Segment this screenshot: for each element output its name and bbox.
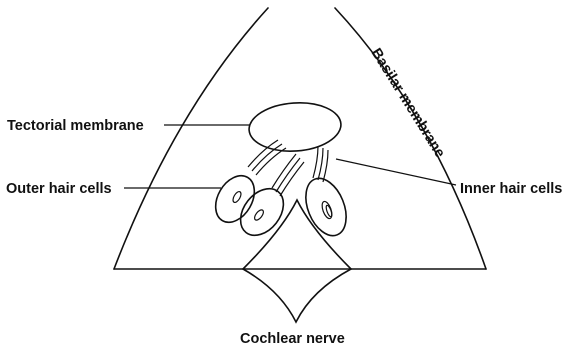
outer-hair-cell-stereocilia <box>248 140 304 196</box>
tectorial-membrane-label: Tectorial membrane <box>7 118 144 134</box>
inner-hair-cell <box>298 172 354 241</box>
basilar-membrane-label: Basilar membrane <box>368 46 448 161</box>
outer-hair-cell <box>208 169 262 229</box>
tectorial-membrane <box>247 100 342 154</box>
inner-hair-cell-stereocilia <box>313 146 328 182</box>
cochlear-nerve-shape <box>243 269 351 322</box>
inner-hair-cells-label: Inner hair cells <box>460 181 562 197</box>
inner-hair-cells-leader <box>336 159 456 185</box>
outer-hair-cells-label: Outer hair cells <box>6 181 112 197</box>
cochlear-nerve-label: Cochlear nerve <box>240 331 345 347</box>
